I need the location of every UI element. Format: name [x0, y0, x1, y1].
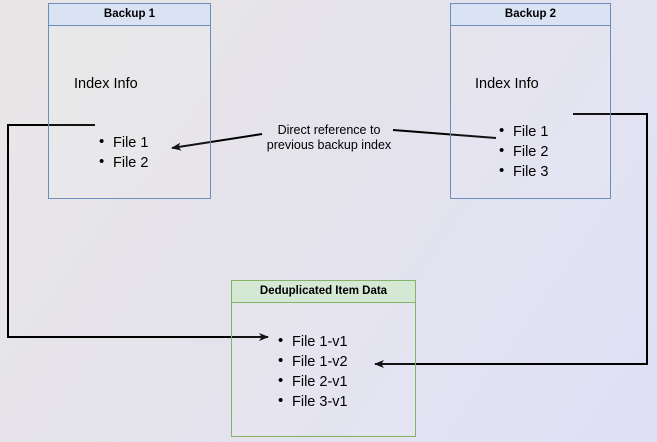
list-item: File 1 — [499, 121, 548, 142]
list-item: File 1-v1 — [278, 331, 348, 352]
backup-2-file-list: File 1 File 2 File 3 — [499, 121, 548, 182]
direct-reference-annotation: Direct reference to previous backup inde… — [266, 123, 392, 152]
deduplicated-item-data-body: File 1-v1 File 1-v2 File 2-v1 File 3-v1 — [232, 303, 415, 436]
backup-2-index-info-label: Index Info — [475, 76, 539, 92]
list-item: File 3-v1 — [278, 391, 348, 412]
list-item: File 2 — [499, 141, 548, 162]
deduplicated-item-data-header: Deduplicated Item Data — [232, 281, 415, 303]
backup-1-index-info-label: Index Info — [74, 76, 138, 92]
list-item: File 1 — [99, 132, 148, 153]
list-item: File 2 — [99, 152, 148, 173]
backup-1-box[interactable]: Backup 1 Index Info File 1 File 2 — [48, 3, 211, 199]
list-item: File 1-v2 — [278, 351, 348, 372]
backup-1-header: Backup 1 — [49, 4, 210, 26]
backup-1-file-list: File 1 File 2 — [99, 132, 148, 173]
list-item: File 2-v1 — [278, 371, 348, 392]
list-item: File 3 — [499, 161, 548, 182]
deduplicated-item-data-box[interactable]: Deduplicated Item Data File 1-v1 File 1-… — [231, 280, 416, 437]
backup-1-body: Index Info File 1 File 2 — [49, 26, 210, 198]
backup-2-body: Index Info File 1 File 2 File 3 — [451, 26, 610, 198]
dedup-file-list: File 1-v1 File 1-v2 File 2-v1 File 3-v1 — [278, 331, 348, 412]
backup-2-header: Backup 2 — [451, 4, 610, 26]
backup-2-box[interactable]: Backup 2 Index Info File 1 File 2 File 3 — [450, 3, 611, 199]
